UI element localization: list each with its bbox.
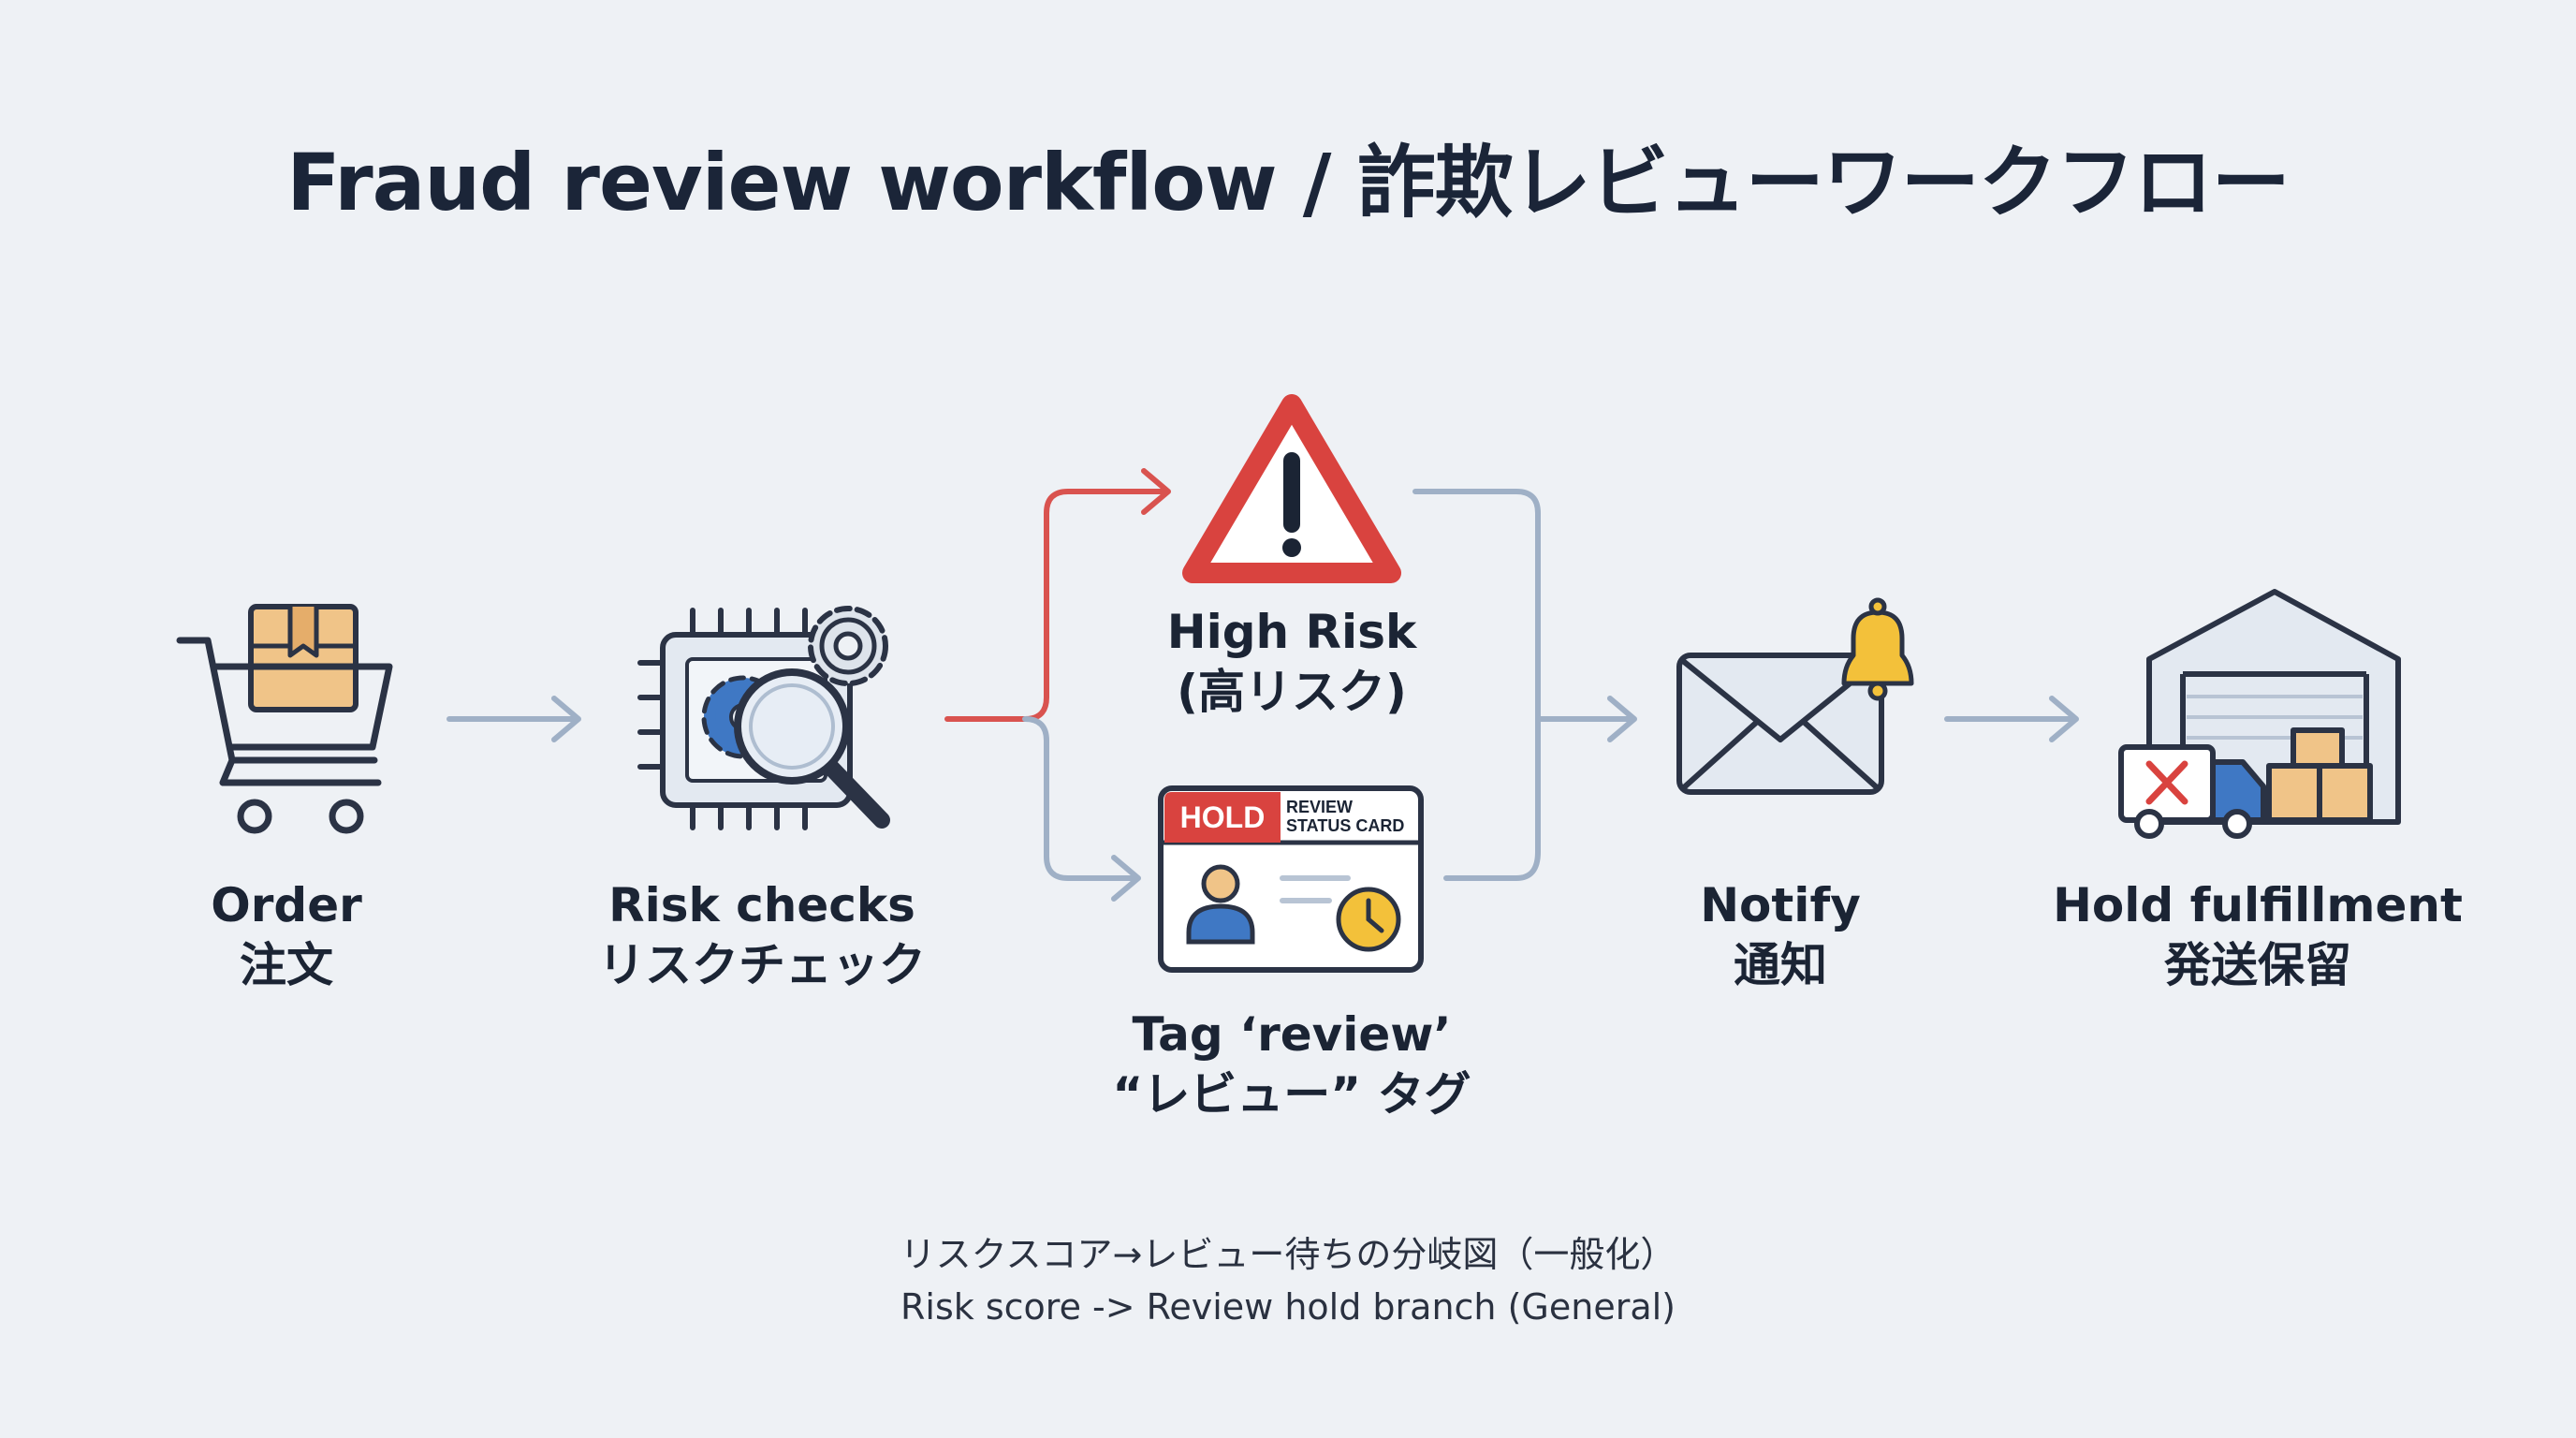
arrow-order-to-risk xyxy=(446,696,581,742)
node-notify: Notify 通知 xyxy=(1640,875,1921,995)
node-high-risk: High Risk (高リスク) xyxy=(1151,602,1432,722)
arrow-risk-to-tag-review xyxy=(1022,716,1141,902)
caption-en: Risk score -> Review hold branch (Genera… xyxy=(900,1286,1676,1328)
hold-badge: HOLD xyxy=(1180,800,1266,834)
user-icon xyxy=(1186,864,1255,945)
node-order-en: Order xyxy=(211,878,362,932)
review-card-header-line1: REVIEW xyxy=(1286,798,1353,816)
warehouse-truck-icon xyxy=(2118,589,2401,839)
arrow-risk-to-high-risk xyxy=(944,468,1171,722)
node-notify-ja: 通知 xyxy=(1734,938,1827,992)
node-tag-review: Tag ‘review’ “レビュー” タグ xyxy=(1105,1005,1479,1124)
truck-icon xyxy=(2118,744,2266,839)
bell-icon xyxy=(1841,597,1914,701)
box-stack-icon xyxy=(2266,727,2373,823)
chip-magnifier-icon xyxy=(637,606,890,830)
gray-gear-icon xyxy=(808,606,888,686)
caption: リスクスコア→レビュー待ちの分岐図（一般化） Risk score -> Rev… xyxy=(0,1228,2576,1333)
chip-pins xyxy=(637,608,808,830)
node-risk-checks: Risk checks リスクチェック xyxy=(575,875,949,995)
node-hold-fulfillment-en: Hold fulfillment xyxy=(2053,878,2463,932)
node-risk-checks-ja: リスクチェック xyxy=(598,938,926,992)
arrow-notify-to-hold xyxy=(1944,696,2079,742)
diagram-title: Fraud review workflow / 詐欺レビューワークフロー xyxy=(286,137,2290,228)
warning-triangle-icon xyxy=(1182,394,1401,583)
caption-ja: リスクスコア→レビュー待ちの分岐図（一般化） xyxy=(900,1234,1676,1275)
node-order-ja: 注文 xyxy=(240,938,333,992)
node-tag-review-ja: “レビュー” タグ xyxy=(1112,1067,1471,1122)
node-high-risk-ja: (高リスク) xyxy=(1177,665,1407,719)
review-card-icon: HOLD REVIEW STATUS CARD xyxy=(1158,785,1424,973)
review-card-header-line2: STATUS CARD xyxy=(1286,816,1404,835)
envelope-bell-icon xyxy=(1676,597,1914,795)
magnifier-icon xyxy=(734,668,890,829)
shopping-cart-icon xyxy=(176,604,393,834)
clock-icon xyxy=(1336,887,1401,952)
node-risk-checks-en: Risk checks xyxy=(608,878,915,932)
node-hold-fulfillment-ja: 発送保留 xyxy=(2164,938,2351,992)
node-tag-review-en: Tag ‘review’ xyxy=(1132,1007,1452,1062)
node-hold-fulfillment: Hold fulfillment 発送保留 xyxy=(2052,875,2464,995)
arrow-merge-to-notify xyxy=(1412,489,1637,881)
node-high-risk-en: High Risk xyxy=(1166,605,1417,659)
node-notify-en: Notify xyxy=(1700,878,1861,932)
node-order: Order 注文 xyxy=(193,875,380,995)
